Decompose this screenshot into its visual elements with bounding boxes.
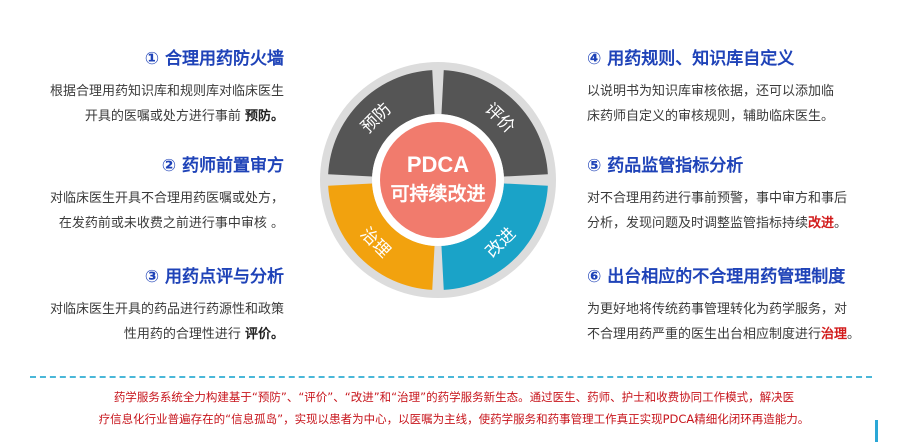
body-line: 分析，发现问题及时调整监管指标持续改进。: [587, 211, 847, 236]
body-line: 不合理用药严重的医生出台相应制度进行治理。: [587, 322, 860, 347]
footer-line: 药学服务系统全力构建基于“预防”、“评价”、“改进”和“治理”的药学服务新生态。…: [113, 390, 795, 404]
emphasis-text: 预防。: [244, 109, 284, 124]
section-evaluation: ③ 用药点评与分析 对临床医生开具的药品进行药源性和政策 性用药的合理性进行 评…: [50, 262, 284, 347]
section-custom-rules: ④ 用药规则、知识库自定义 以说明书为知识库审核依据，还可以添加临 床药师自定义…: [587, 44, 834, 129]
body-text: 不合理用药严重的医生出台相应制度进行: [587, 327, 822, 342]
corner-accent: [875, 420, 878, 442]
segment-evaluate: [441, 70, 548, 177]
highlight-text: 改进: [808, 216, 835, 231]
section-pharmacist-review: ② 药师前置审方 对临床医生开具不合理用药医嘱或处方， 在发药前或未收费之前进行…: [50, 151, 284, 236]
body-text: 开具的医嘱或处方进行事前: [84, 109, 245, 124]
pdca-title: PDCA: [407, 152, 469, 177]
segment-govern: [328, 183, 435, 290]
body-line: 性用药的合理性进行 评价。: [50, 322, 284, 347]
section-body: 以说明书为知识库审核依据，还可以添加临 床药师自定义的审核规则，辅助临床医生。: [587, 79, 834, 129]
highlight-text: 治理: [821, 327, 848, 342]
segment-improve: [441, 183, 548, 290]
body-text: 分析，发现问题及时调整监管指标持续: [587, 216, 809, 231]
section-body: 对不合理用药进行事前预警，事中审方和事后 分析，发现问题及时调整监管指标持续改进…: [587, 186, 847, 236]
body-line: 对临床医生开具不合理用药医嘱或处方，: [49, 191, 284, 206]
body-line: 在发药前或未收费之前进行事中审核 。: [58, 216, 284, 231]
body-line: 床药师自定义的审核规则，辅助临床医生。: [587, 109, 835, 124]
body-text: 性用药的合理性进行: [123, 327, 245, 342]
body-text: 。: [847, 327, 861, 342]
pdca-subtitle: 可持续改进: [390, 182, 485, 205]
dashed-divider: [30, 376, 872, 378]
body-line: 根据合理用药知识库和规则库对临床医生: [49, 84, 284, 99]
section-firewall: ① 合理用药防火墙 根据合理用药知识库和规则库对临床医生 开具的医嘱或处方进行事…: [50, 44, 284, 129]
section-body: 对临床医生开具的药品进行药源性和政策 性用药的合理性进行 评价。: [50, 297, 284, 347]
body-line: 对不合理用药进行事前预警，事中审方和事后: [587, 191, 848, 206]
section-title: ⑤ 药品监管指标分析: [587, 156, 744, 176]
body-line: 以说明书为知识库审核依据，还可以添加临: [587, 84, 835, 99]
segment-prevent: [328, 70, 435, 177]
section-title: ⑥ 出台相应的不合理用药管理制度: [587, 267, 846, 287]
body-line: 对临床医生开具的药品进行药源性和政策: [49, 302, 284, 317]
section-body: 根据合理用药知识库和规则库对临床医生 开具的医嘱或处方进行事前 预防。: [50, 79, 284, 129]
body-text: 。: [834, 216, 848, 231]
footer-summary: 药学服务系统全力构建基于“预防”、“评价”、“改进”和“治理”的药学服务新生态。…: [36, 386, 872, 430]
section-management-rules: ⑥ 出台相应的不合理用药管理制度 为更好地将传统药事管理转化为药学服务，对 不合…: [587, 262, 860, 347]
emphasis-text: 评价。: [244, 327, 284, 342]
body-line: 为更好地将传统药事管理转化为药学服务，对: [587, 302, 848, 317]
section-title: ① 合理用药防火墙: [144, 49, 284, 69]
pdca-cycle-diagram: PDCA 可持续改进 预防 评价 改进 治理: [320, 62, 556, 298]
section-title: ② 药师前置审方: [161, 156, 284, 176]
center-circle: [380, 122, 496, 238]
body-line: 开具的医嘱或处方进行事前 预防。: [50, 104, 284, 129]
section-indicator-analysis: ⑤ 药品监管指标分析 对不合理用药进行事前预警，事中审方和事后 分析，发现问题及…: [587, 151, 847, 236]
section-body: 对临床医生开具不合理用药医嘱或处方， 在发药前或未收费之前进行事中审核 。: [50, 186, 284, 236]
footer-line: 疗信息化行业普遍存在的“信息孤岛”，实现以患者为中心，以医嘱为主线，使药学服务和…: [98, 412, 810, 426]
section-title: ④ 用药规则、知识库自定义: [587, 49, 795, 69]
section-body: 为更好地将传统药事管理转化为药学服务，对 不合理用药严重的医生出台相应制度进行治…: [587, 297, 860, 347]
section-title: ③ 用药点评与分析: [144, 267, 284, 287]
